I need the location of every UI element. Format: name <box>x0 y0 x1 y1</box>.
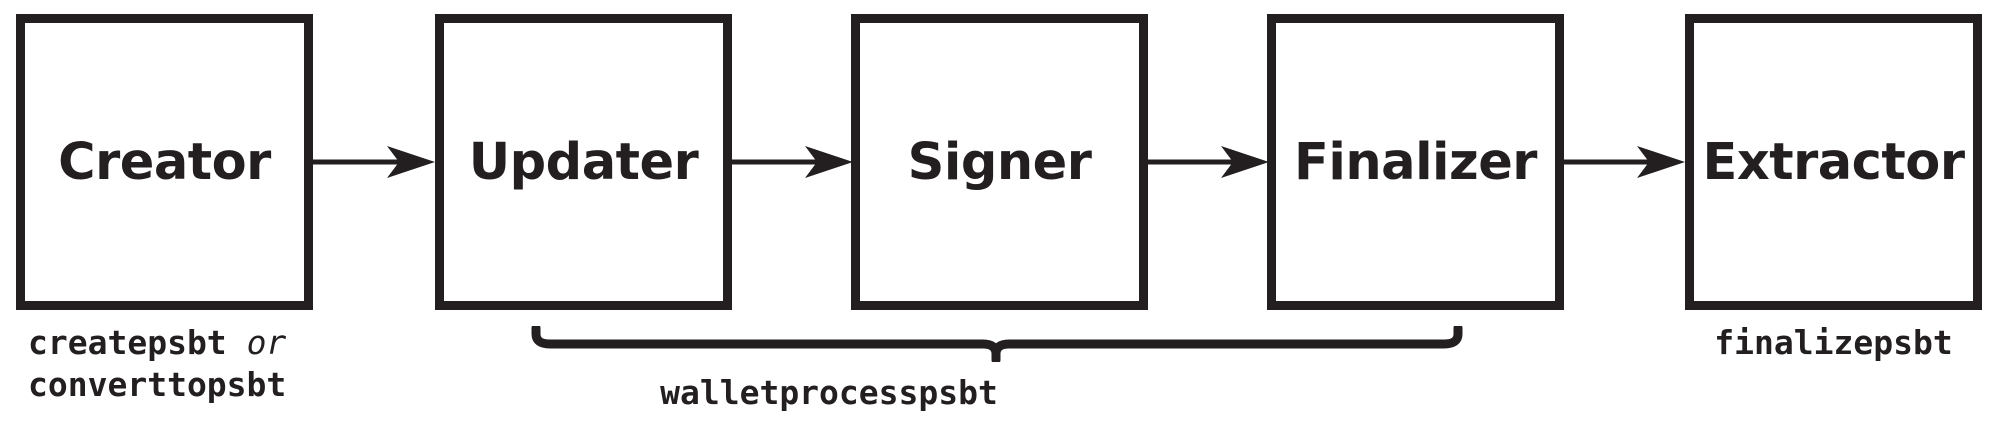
command-converttopsbt: converttopsbt <box>28 365 287 405</box>
stage-label-finalizer: Finalizer <box>1294 132 1537 192</box>
command-createpsbt: createpsbt <box>28 323 227 362</box>
command-label-extractor: finalizepsbt <box>1685 322 1982 364</box>
arrow-signer-to-finalizer <box>1147 146 1269 178</box>
stage-box-extractor: Extractor <box>1685 14 1982 310</box>
command-or-conjunction: or <box>246 323 287 362</box>
stage-label-signer: Signer <box>907 132 1092 192</box>
command-label-creator: createpsbt or converttopsbt <box>28 322 286 406</box>
brace-walletprocesspsbt <box>531 326 1463 362</box>
stage-box-signer: Signer <box>851 14 1148 310</box>
stage-label-extractor: Extractor <box>1702 132 1965 192</box>
arrow-creator-to-updater <box>313 146 435 178</box>
arrow-finalizer-to-extractor <box>1563 146 1685 178</box>
stage-label-updater: Updater <box>468 132 699 192</box>
command-label-walletprocesspsbt: walletprocesspsbt <box>0 372 1990 414</box>
stage-box-creator: Creator <box>16 14 313 310</box>
stage-box-finalizer: Finalizer <box>1267 14 1564 310</box>
command-label-creator-line1: createpsbt or <box>28 322 286 364</box>
command-walletprocesspsbt-text: walletprocesspsbt <box>660 373 998 412</box>
command-finalizepsbt: finalizepsbt <box>1714 323 1953 362</box>
arrow-updater-to-signer <box>731 146 853 178</box>
stage-label-creator: Creator <box>58 132 271 192</box>
stage-box-updater: Updater <box>435 14 732 310</box>
